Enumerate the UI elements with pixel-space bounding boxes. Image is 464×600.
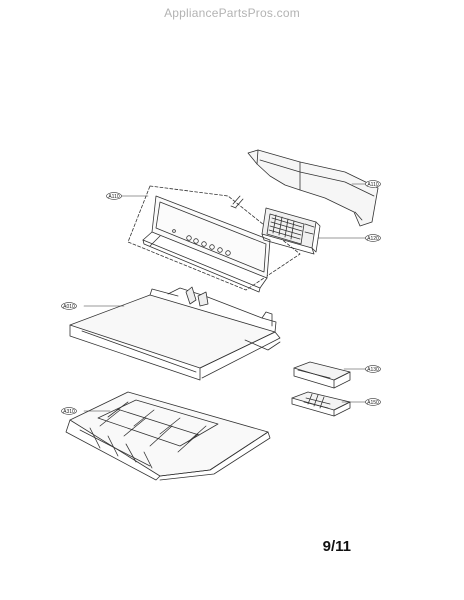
base-tub-cover [65, 391, 271, 481]
control-panel [142, 195, 271, 293]
callout-a110-control: A110 [108, 194, 120, 200]
assembly-dashed-outline [127, 185, 301, 291]
filter-box-upper [293, 361, 351, 389]
callout-a150: A150 [367, 400, 379, 406]
filter-tray-lower [291, 391, 351, 417]
leader-lines [83, 183, 367, 412]
pcb-module [261, 207, 321, 255]
page-number: 9/11 [322, 538, 351, 555]
callout-a110-upper: A110 [367, 182, 379, 188]
top-lid [69, 286, 281, 381]
watermark: AppliancePartsPros.com [164, 6, 300, 20]
callout-a010: A010 [63, 304, 75, 310]
control-buttons [172, 229, 231, 256]
callout-ovals [61, 180, 381, 415]
callout-a310: A310 [63, 409, 75, 415]
callout-a120: A120 [367, 236, 379, 242]
upper-back-cover [247, 149, 379, 227]
callout-a130: A130 [367, 367, 379, 373]
screw [230, 195, 244, 209]
